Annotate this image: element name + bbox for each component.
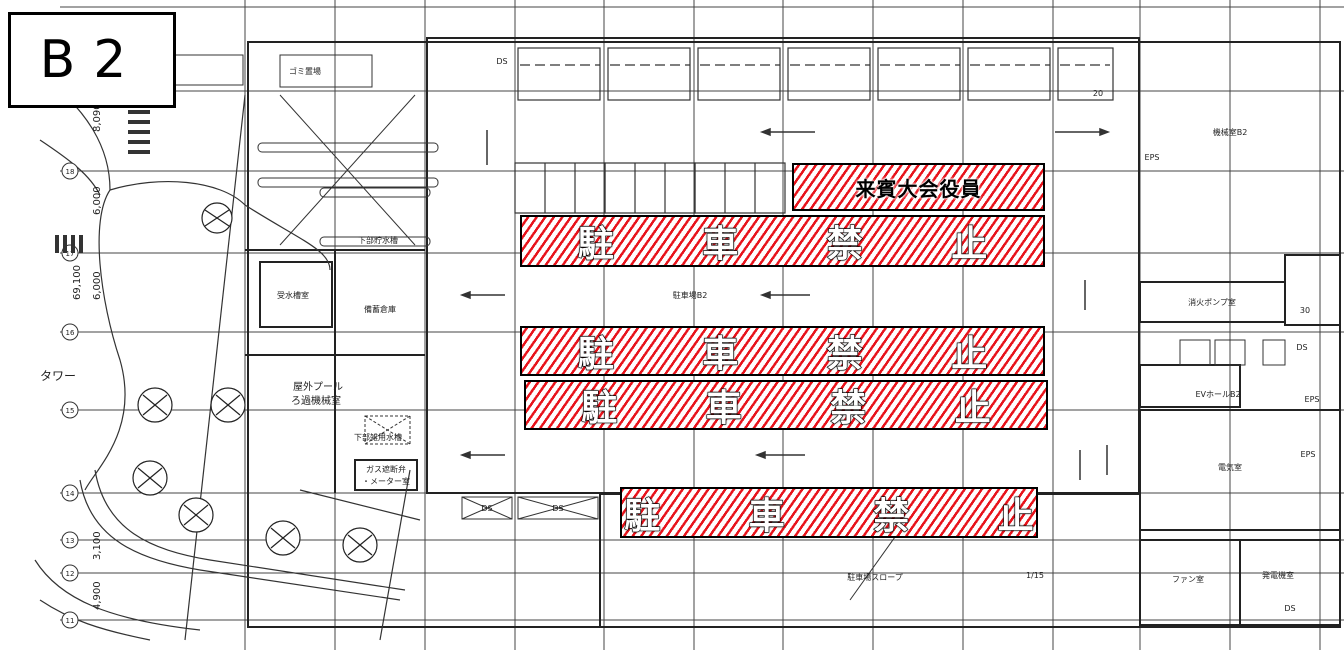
- grid-label: 18: [66, 168, 75, 176]
- dimension-label: 6,000: [92, 271, 103, 300]
- room-ds: DS: [496, 57, 507, 66]
- grid-label: 14: [66, 490, 75, 498]
- grid-label: 15: [66, 407, 75, 415]
- no-parking-zone: 駐 車 禁 止: [524, 380, 1048, 430]
- room-water: 受水槽室: [277, 290, 309, 300]
- no-parking-label: 駐 車 禁 止: [624, 495, 1072, 537]
- dimension-label: 3,100: [92, 531, 103, 560]
- slope-ratio: 1/15: [1026, 571, 1044, 580]
- slot-count: 20: [1093, 89, 1103, 98]
- room-number: 30: [1300, 306, 1310, 315]
- no-parking-label: 駐 車 禁 止: [581, 387, 1029, 429]
- landscape: [34, 69, 421, 641]
- dimension-label: 8,090: [92, 103, 103, 132]
- room-ds: DS: [552, 504, 563, 513]
- room-lower-tank: 下部雑用水槽: [354, 432, 402, 442]
- equipment-lines: [257, 54, 1286, 601]
- room-parking-slope: 駐車場スロープ: [847, 572, 903, 582]
- room-fan: ファン室: [1172, 574, 1204, 584]
- room-garbage: ゴミ置場: [289, 66, 321, 76]
- grid-lines: [60, 0, 1344, 650]
- guest-parking-zone: 来賓大会役員: [792, 163, 1045, 211]
- grid-label: 12: [66, 570, 75, 578]
- grid-markers: [61, 162, 79, 629]
- room-eps: EPS: [1301, 450, 1316, 459]
- no-parking-zone: 駐 車 禁 止: [520, 215, 1045, 267]
- guest-zone-label: 来賓大会役員: [855, 176, 982, 201]
- room-machine: 機械室B2: [1213, 127, 1248, 137]
- grid-label: 17: [66, 250, 75, 258]
- no-parking-label: 駐 車 禁 止: [577, 333, 1026, 375]
- room-ds: DS: [481, 504, 492, 513]
- room-gas: ・メーター室: [362, 476, 410, 486]
- parking-stalls-top: [514, 47, 1114, 214]
- room-generator: 発電機室: [1262, 570, 1294, 580]
- street-label: タワー: [40, 369, 76, 383]
- room-electric: 電気室: [1218, 462, 1242, 472]
- no-parking-zone: 駐 車 禁 止: [520, 326, 1045, 376]
- room-septic: 下部貯水槽: [358, 235, 398, 245]
- no-parking-zone: 駐 車 禁 止: [620, 487, 1038, 538]
- room-eps: EPS: [1145, 153, 1160, 162]
- room-eps: EPS: [1305, 395, 1320, 404]
- grid-label: 11: [66, 617, 75, 625]
- room-fire-pump: 消火ポンプ室: [1188, 297, 1236, 307]
- room-parking: 駐車場B2: [673, 290, 708, 300]
- grid-label: 13: [66, 537, 75, 545]
- room-storage: 備蓄倉庫: [364, 304, 396, 314]
- room-ev-hall: EVホールB2: [1195, 390, 1240, 399]
- floor-label: B2: [8, 12, 176, 108]
- room-pool-filter: ろ過機械室: [291, 394, 341, 407]
- drive-arrows: [459, 127, 1111, 480]
- dimension-label: 69,100: [72, 265, 83, 300]
- trees: [132, 202, 378, 563]
- room-ds: DS: [1284, 604, 1295, 613]
- dimension-label: 4,900: [92, 581, 103, 610]
- no-parking-label: 駐 車 禁 止: [577, 223, 1026, 265]
- room-pool-filter: 屋外プール: [293, 381, 343, 393]
- room-ds: DS: [1296, 343, 1307, 352]
- crosswalk: [55, 54, 244, 253]
- dimension-label: 6,000: [92, 186, 103, 215]
- grid-label: 16: [66, 329, 75, 337]
- building-walls: [245, 37, 1341, 628]
- room-gas: ガス遮断弁: [366, 464, 406, 474]
